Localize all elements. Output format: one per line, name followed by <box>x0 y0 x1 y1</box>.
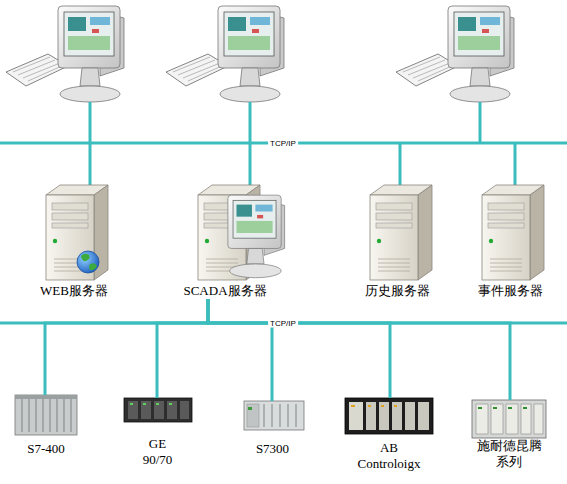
status-led <box>248 407 252 410</box>
network-drop <box>89 102 92 143</box>
network-drop <box>399 143 402 186</box>
plc-node: AB Controloigx <box>340 398 438 472</box>
workstation-icon <box>166 6 284 102</box>
monitor-icon <box>228 195 285 278</box>
globe <box>77 251 99 273</box>
plc-node: S7300 <box>240 401 305 457</box>
node-label: AB Controloigx <box>349 440 429 472</box>
node-label: S7-400 <box>27 441 65 457</box>
node-label: 历史服务器 <box>365 283 430 299</box>
plc-node: GE 90/70 <box>120 398 195 468</box>
network-connector <box>208 299 510 400</box>
server-tower <box>46 185 108 280</box>
network-connector <box>157 299 208 398</box>
network-drop <box>89 143 92 186</box>
network-wiring <box>0 102 567 323</box>
server-node: 历史服务器 <box>345 175 450 299</box>
rack-body <box>124 398 192 422</box>
server-tower <box>370 185 432 280</box>
workstation-icon <box>396 6 514 102</box>
rack-body <box>345 398 433 434</box>
network-label: TCP/IP <box>268 139 298 148</box>
plc-rack <box>244 401 304 430</box>
rack-module <box>534 404 543 434</box>
plc-node: S7-400 <box>10 395 82 457</box>
server-tower <box>482 185 544 280</box>
network-connector <box>208 299 390 398</box>
globe-land <box>81 254 97 270</box>
plc-rack <box>15 395 77 435</box>
node-label: 事件服务器 <box>478 283 543 299</box>
server-node: WEB服务器 <box>15 175 133 299</box>
status-leds <box>130 403 172 405</box>
node-label: 施耐德昆腾系列 <box>474 438 544 470</box>
network-label: TCP/IP <box>268 319 298 328</box>
plc-rack <box>345 398 433 434</box>
network-drop <box>514 143 517 186</box>
node-label: SCADA服务器 <box>183 283 266 299</box>
rack-module <box>247 404 259 427</box>
plc-rack <box>124 398 192 422</box>
plc-rack <box>472 400 546 438</box>
node-label: WEB服务器 <box>40 283 108 299</box>
status-leds <box>351 405 397 407</box>
rack-module <box>180 401 189 419</box>
rack-body <box>472 400 546 438</box>
rack-modules <box>264 404 296 427</box>
rack-modules <box>22 398 71 432</box>
rack-rail <box>15 395 77 399</box>
rack-body <box>15 395 77 435</box>
rack-module <box>418 402 429 430</box>
monitor-icon <box>228 195 285 278</box>
network-drop <box>249 102 252 143</box>
rack-module <box>405 402 415 430</box>
node-label: GE 90/70 <box>136 436 180 468</box>
status-leds <box>478 407 527 409</box>
network-connector <box>208 299 272 401</box>
plc-node: 施耐德昆腾系列 <box>466 400 552 470</box>
rack-body <box>244 401 304 430</box>
globe-icon <box>77 251 99 273</box>
server-node: 事件服务器 <box>460 175 560 299</box>
network-drop <box>479 102 482 143</box>
workstation-icon <box>6 6 124 102</box>
node-label: S7300 <box>256 441 289 457</box>
server-node: SCADA服务器 <box>160 175 290 299</box>
network-connector <box>45 299 208 395</box>
